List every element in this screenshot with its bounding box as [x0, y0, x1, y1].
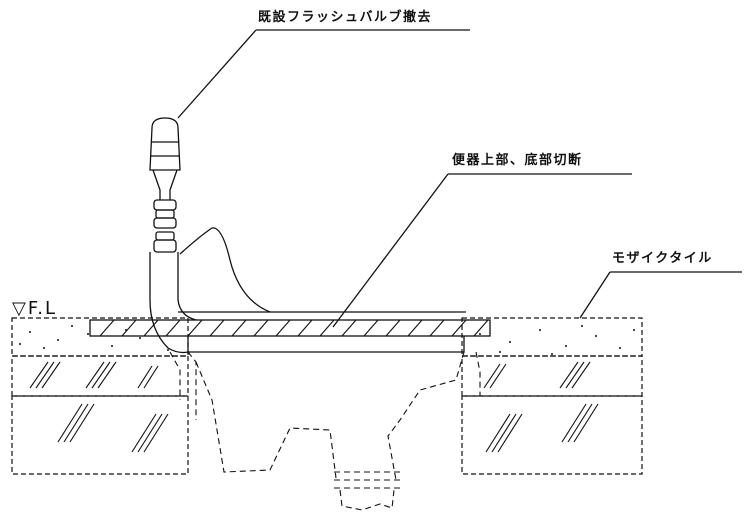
cut-band-hatch [99, 319, 489, 337]
concrete-hatch-right [483, 361, 599, 453]
label-flush-valve-removal: 既設フラッシュバルブ撤去 [258, 9, 432, 25]
slab-right-top [461, 317, 643, 357]
label-flush-valve-group: 既設フラッシュバルブ撤去 [177, 9, 470, 119]
leader-mosaic-tile [579, 271, 611, 319]
label-toilet-cut-group: 便器上部、底部切断 [332, 152, 632, 328]
valve-side-arm [179, 227, 271, 313]
label-mosaic-tile: モザイクタイル [612, 251, 713, 266]
valve-handle [149, 117, 181, 171]
toilet-bowl [89, 311, 491, 511]
concrete-hatch-left [29, 361, 169, 453]
flush-valve [149, 117, 271, 354]
leader-flush-valve [177, 29, 257, 119]
trap-left [195, 361, 337, 479]
leader-toilet-cut [332, 173, 449, 328]
floor-slab [11, 317, 643, 475]
cut-band [89, 319, 491, 337]
slab-left-top [11, 317, 189, 357]
bowl-body [187, 336, 465, 353]
trap-right [387, 351, 465, 481]
label-mosaic-tile-group: モザイクタイル [579, 251, 742, 319]
drain-fitting [334, 471, 400, 511]
label-toilet-cut: 便器上部、底部切断 [452, 152, 583, 168]
floor-level-label: ▽F.L [12, 298, 57, 319]
mortar-speckles [19, 325, 635, 355]
